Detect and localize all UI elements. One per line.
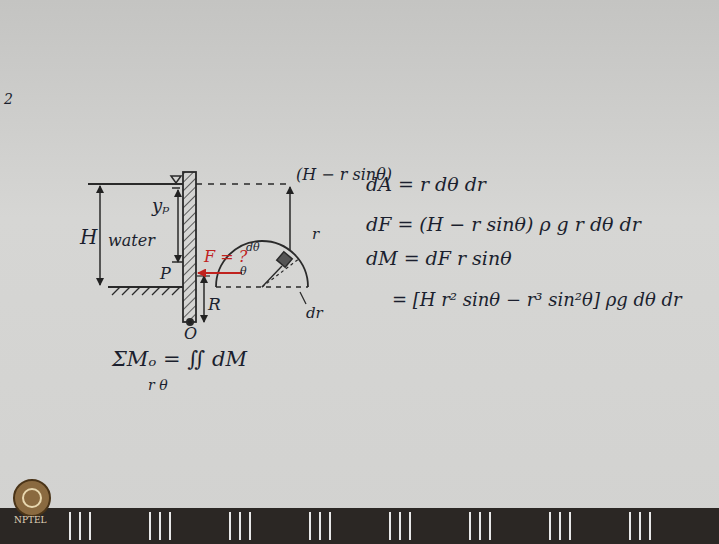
radius-label: r [312,226,319,243]
dimension-label: yₚ [152,196,169,216]
angle-label: dθ [246,242,260,254]
angle-label: θ [240,266,247,278]
equation: dF = (H − r sinθ) ρ g r dθ dr [366,214,641,235]
force-label: F = ? [204,248,247,266]
equation: dM = dF r sinθ [366,248,512,269]
point-label: P [160,265,171,283]
dimension-label: H [80,226,97,248]
page-number: 2 [4,92,13,107]
integral-limits: r θ [148,378,168,393]
equation: ΣMₒ = ∬ dM [112,348,247,371]
equation: dA = r dθ dr [366,174,486,195]
equation: = [H r² sinθ − r³ sin²θ] ρg dθ dr [392,290,682,310]
watermark: NPTEL [14,516,46,526]
width-label: dr [306,305,323,322]
dimension-label: R [208,295,221,314]
fluid-label: water [108,232,155,250]
hinge-label: O [184,325,197,343]
